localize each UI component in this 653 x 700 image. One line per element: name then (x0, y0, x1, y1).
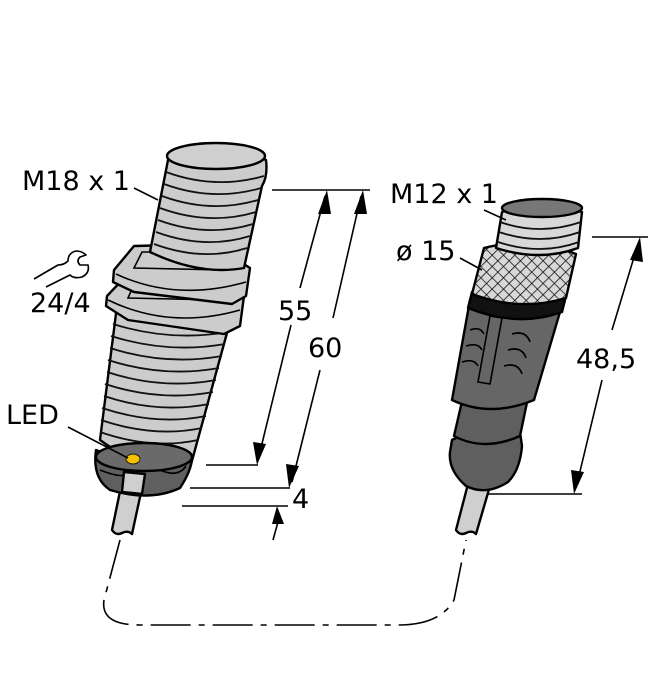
led-indicator (125, 453, 141, 465)
upper-threads (153, 171, 265, 255)
wrench-icon (33, 250, 90, 288)
sensor-m18 (94, 141, 268, 536)
connector-m12 (448, 197, 584, 536)
sensor-face (94, 441, 194, 497)
leader-lines (67, 187, 507, 459)
dim-60-label: 60 (308, 333, 342, 364)
cable-link-dashed (102, 539, 467, 626)
led-label: LED (6, 400, 59, 431)
dim-4-label: 4 (292, 484, 309, 515)
dimension-lines (182, 189, 648, 541)
dim-48-5-label: 48,5 (576, 344, 636, 375)
connector-cable (454, 482, 492, 536)
diameter-label: ø 15 (396, 236, 455, 267)
thread-label-m12: M12 x 1 (390, 179, 498, 210)
dim-55-label: 55 (278, 296, 312, 327)
wrench-size-label: 24/4 (30, 288, 91, 319)
thread-label-m18: M18 x 1 (22, 166, 130, 197)
